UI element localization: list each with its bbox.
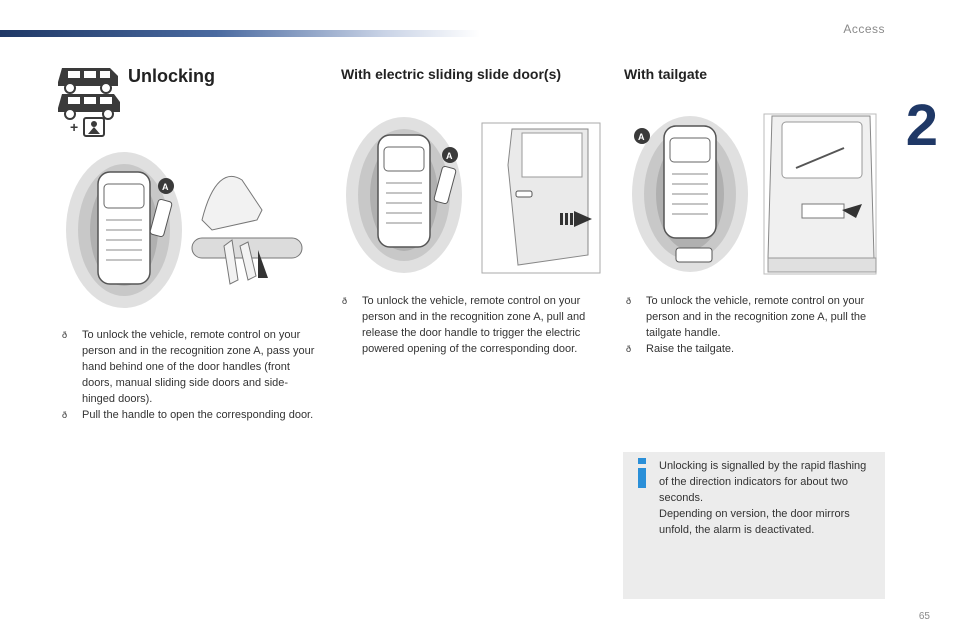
tailgate-instructions: To unlock the vehicle, remote control on… — [626, 293, 884, 357]
zone-marker-a: A — [162, 182, 169, 192]
sliding-door-title: With electric sliding slide door(s) — [341, 66, 562, 82]
header-bar — [0, 30, 480, 37]
sliding-door-illustration: A — [346, 117, 601, 274]
tailgate-illustration: A — [632, 113, 877, 275]
step-item: Pull the handle to open the correspondin… — [62, 407, 320, 423]
chapter-number: 2 — [905, 93, 938, 158]
info-box: Unlocking is signalled by the rapid flas… — [623, 452, 885, 599]
tailgate-title: With tailgate — [624, 66, 708, 82]
info-line: Unlocking is signalled by the rapid flas… — [659, 460, 867, 504]
van-icons: + — [58, 68, 120, 137]
info-text: Unlocking is signalled by the rapid flas… — [659, 458, 877, 538]
step-item: To unlock the vehicle, remote control on… — [342, 293, 604, 357]
info-line: Depending on version, the door mirrors u… — [659, 508, 850, 536]
step-item: Raise the tailgate. — [626, 341, 884, 357]
zone-marker-a: A — [446, 151, 453, 161]
step-item: To unlock the vehicle, remote control on… — [626, 293, 884, 341]
step-item: To unlock the vehicle, remote control on… — [62, 327, 320, 407]
unlocking-instructions: To unlock the vehicle, remote control on… — [62, 327, 320, 423]
unlocking-title: Unlocking — [128, 66, 216, 86]
unlocking-illustration: A — [66, 152, 303, 308]
page-number: 65 — [918, 611, 930, 622]
section-title: Access — [843, 22, 885, 36]
sliding-door-instructions: To unlock the vehicle, remote control on… — [342, 293, 604, 357]
svg-text:+: + — [70, 119, 78, 135]
zone-marker-a: A — [638, 132, 645, 142]
info-icon — [638, 458, 646, 488]
